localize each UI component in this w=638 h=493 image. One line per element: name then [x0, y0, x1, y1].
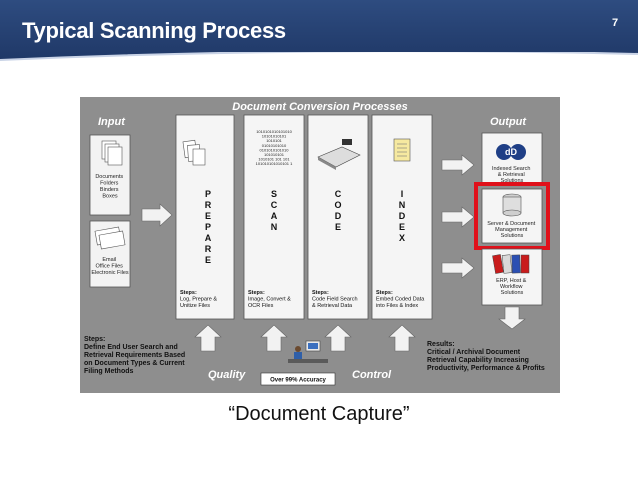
input-documents-label: Documents Folders Binders Boxes	[95, 174, 124, 200]
scan-steps: Steps: Image, Convert & OCR Files	[248, 290, 292, 309]
output-server-label: Server & Document Management Solutions	[487, 221, 537, 239]
accuracy-badge	[260, 372, 336, 386]
bottom-steps: Steps: Define End User Search and Retrie…	[84, 336, 187, 375]
search-logo-icon: dD	[496, 144, 526, 160]
document-stack-icon	[101, 140, 123, 166]
highlight-box	[474, 182, 550, 250]
server-icon	[502, 193, 522, 217]
arrow-input-to-prepare	[141, 203, 173, 227]
svg-text:dD: dD	[505, 147, 517, 157]
papers-icon	[182, 139, 206, 166]
arrow-up-scan	[260, 324, 288, 352]
arrow-up-prepare	[194, 324, 222, 352]
header-swoosh	[0, 52, 638, 82]
output-label: Output	[490, 116, 527, 128]
quality-label: Quality	[208, 369, 246, 381]
arrow-down-output	[498, 306, 526, 330]
email-envelopes-icon	[94, 226, 126, 250]
input-electronic-label: Email Office Files Electronic Files	[91, 257, 129, 276]
keyboard-icon	[317, 139, 361, 170]
scanning-process-diagram: Document Conversion Processes Input Outp…	[80, 97, 560, 393]
accuracy-label: Over 99% Accuracy	[270, 378, 326, 384]
diagram-header: Document Conversion Processes	[232, 101, 407, 113]
input-label: Input	[98, 116, 126, 128]
binders-icon	[492, 254, 530, 274]
control-label: Control	[352, 369, 392, 381]
output-indexed-search-label: Indexed Search & Retrieval Solutions	[492, 166, 532, 184]
arrow-to-output-3	[441, 257, 475, 279]
index-steps: Steps: Embed Coded Data into Files & Ind…	[376, 290, 426, 309]
title-bar: Typical Scanning Process 7	[0, 0, 638, 82]
arrow-up-index	[388, 324, 416, 352]
output-erp-label: ERP, Host & Workflow Solutions	[496, 278, 528, 296]
arrow-to-output-2	[441, 206, 475, 228]
output-box-indexed-search	[481, 132, 543, 186]
operator-workstation-icon	[288, 340, 328, 363]
indexed-doc-icon	[393, 138, 411, 162]
slide-caption: “Document Capture”	[228, 403, 410, 425]
page-number: 7	[612, 17, 619, 29]
prepare-steps: Steps: Log, Prepare & Unitize Files	[180, 290, 219, 309]
slide-title: Typical Scanning Process	[22, 18, 286, 43]
results: Results: Critical / Archival Document Re…	[427, 341, 545, 372]
arrow-to-output-1	[441, 154, 475, 176]
code-steps: Steps: Code Field Search & Retrieval Dat…	[312, 290, 359, 309]
arrow-up-code	[324, 324, 352, 352]
